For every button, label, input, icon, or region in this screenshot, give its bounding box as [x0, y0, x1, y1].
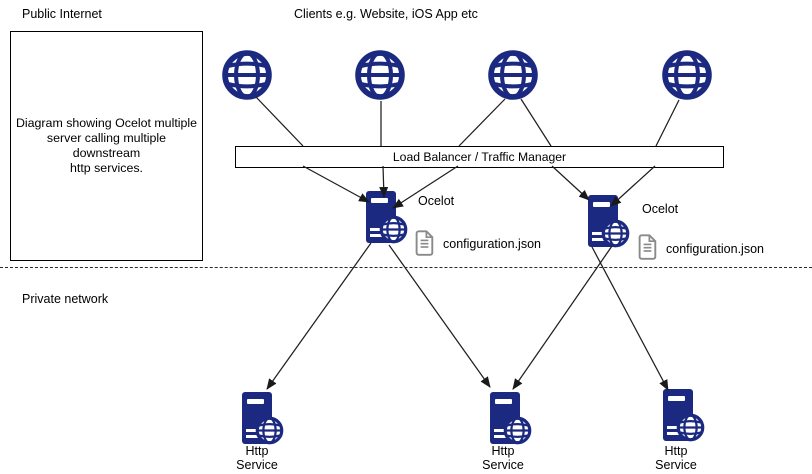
globe-icon	[503, 416, 532, 445]
globe-icon	[354, 49, 406, 101]
service-label: Http Service	[482, 444, 524, 473]
load-balancer-label: Load Balancer / Traffic Manager	[392, 150, 567, 164]
service-label: Http Service	[655, 444, 697, 473]
gateway-node	[366, 191, 410, 245]
service-label: Http Service	[236, 444, 278, 473]
globe-icon	[676, 413, 705, 442]
globe-icon	[221, 49, 273, 101]
config-file-label: configuration.json	[666, 242, 764, 256]
description-box: Diagram showing Ocelot multiple server c…	[10, 31, 203, 261]
globe-icon	[487, 49, 539, 101]
gateway-node	[588, 195, 632, 249]
document-icon	[637, 234, 658, 260]
config-file-label: configuration.json	[443, 237, 541, 251]
clients-heading: Clients e.g. Website, iOS App etc	[294, 7, 478, 21]
globe-icon	[661, 49, 713, 101]
network-boundary-divider	[0, 267, 812, 268]
gateway-label: Ocelot	[418, 194, 455, 208]
globe-icon	[601, 219, 630, 248]
service-node	[242, 392, 286, 446]
gateway-label: Ocelot	[642, 202, 679, 216]
public-internet-label: Public Internet	[22, 7, 102, 21]
private-network-label: Private network	[22, 292, 109, 306]
service-node	[490, 392, 534, 446]
load-balancer-box: Load Balancer / Traffic Manager	[235, 146, 724, 168]
globe-icon	[379, 215, 408, 244]
description-text: Diagram showing Ocelot multiple server c…	[15, 116, 198, 175]
globe-icon	[255, 416, 284, 445]
document-icon	[414, 230, 435, 256]
service-node	[663, 389, 707, 443]
